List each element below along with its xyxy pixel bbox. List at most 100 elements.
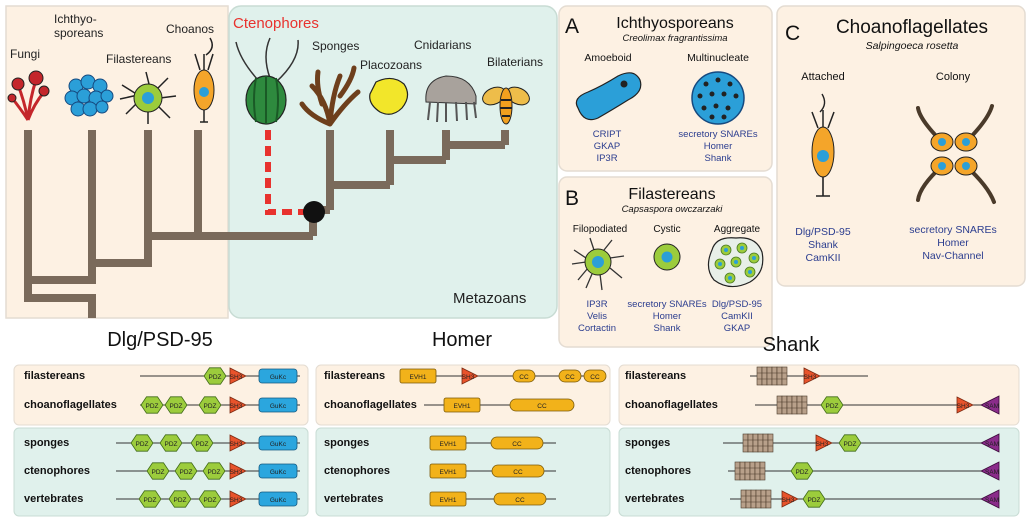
panel-b-stage-2: Aggregate [714, 224, 761, 235]
domain-panel-title-shank: Shank [763, 334, 821, 356]
ankyrin-repeat [744, 461, 751, 481]
panel-b-protein: IP3R [586, 299, 607, 310]
coiled-coil-domain [583, 369, 607, 383]
pdz-domain [198, 490, 222, 508]
domain-label: PDZ [826, 403, 839, 410]
ankyrin-repeat [761, 366, 768, 386]
sh3-domain [461, 367, 479, 385]
shank-row-label: vertebrates [625, 493, 684, 505]
domain-label: PDZ [180, 469, 193, 476]
panel-c-letter: C [785, 22, 800, 45]
domain-label: SH3 [804, 374, 817, 381]
domain-label: PDZ [174, 497, 187, 504]
homer-row-label: vertebrates [324, 493, 383, 505]
panel-a [558, 5, 773, 172]
colony-choanoflagellate-icon [916, 104, 996, 204]
ankyrin-repeat [776, 366, 783, 386]
taxon-ichthyo-line1: Ichthyo- [54, 12, 97, 26]
panel-b-protein: Shank [654, 323, 681, 334]
panel-a-species: Creolimax fragrantissima [622, 33, 727, 44]
domain-panel-title-dlg: Dlg/PSD-95 [107, 329, 213, 351]
taxon-placozoans: Placozoans [360, 58, 422, 72]
pdz-domain [790, 462, 814, 480]
dlg-row-label: ctenophores [24, 465, 90, 477]
sam-domain [980, 489, 1000, 509]
domain-label: CC [565, 374, 575, 381]
pdz-domain [130, 434, 154, 452]
domain-label: EVH1 [440, 441, 457, 448]
amoeboid-cell-icon [575, 72, 642, 121]
dlg-row-label: vertebrates [24, 493, 83, 505]
ankyrin-repeat [771, 366, 778, 386]
panel-a-stage-0: Amoeboid [584, 52, 631, 64]
domain-label: EVH1 [440, 469, 457, 476]
panel-b-protein: Velis [587, 311, 607, 322]
domain-label: GuKc [270, 374, 287, 381]
domain-label: EVH1 [440, 497, 457, 504]
pdz-domain [203, 367, 227, 385]
panel-c-title: Choanoflagellates [836, 17, 988, 38]
panel-b-protein: GKAP [724, 323, 750, 334]
sh3-domain [803, 367, 821, 385]
pdz-domain [820, 396, 844, 414]
ankyrin-repeat [759, 461, 766, 481]
filopodiated-cell-icon [571, 237, 625, 291]
ankyrin-repeat [757, 433, 764, 453]
taxon-ctenophores: Ctenophores [233, 15, 319, 32]
domain-label: SH3 [230, 497, 243, 504]
domain-label: PDZ [136, 441, 149, 448]
shank-row-label: ctenophores [625, 465, 691, 477]
domain-label: SH3 [462, 374, 475, 381]
gukc-domain [258, 491, 298, 507]
panel-c-protein: Nav-Channel [922, 250, 983, 262]
coiled-coil-domain [493, 492, 547, 506]
sh3-domain [229, 462, 247, 480]
panel-b-protein: Cortactin [578, 323, 616, 334]
sam-domain [980, 433, 1000, 453]
domain-label: CC [519, 374, 529, 381]
domain-label: SAM [985, 469, 999, 476]
ankyrin-repeat [781, 366, 788, 386]
domain-label: CC [515, 497, 525, 504]
taxon-cnidarians: Cnidarians [414, 38, 471, 52]
domain-label: SH3 [230, 441, 243, 448]
bilaterian-icon [482, 86, 530, 125]
panel-c-protein: secretory SNAREs [909, 224, 997, 236]
sh3-domain [815, 434, 833, 452]
pdz-domain [146, 462, 170, 480]
pdz-domain [174, 462, 198, 480]
domain-label: CC [513, 469, 523, 476]
gukc-domain [258, 397, 298, 413]
pdz-domain [802, 490, 826, 508]
domain-label: SH3 [230, 403, 243, 410]
panel-b-stage-1: Cystic [653, 224, 680, 235]
cnidarian-icon [425, 75, 477, 123]
ankyrin-repeat [776, 395, 783, 415]
fungi-icon [7, 70, 50, 121]
panel-a-protein: IP3R [596, 153, 617, 164]
pdz-domain [190, 434, 214, 452]
ankyrin-repeat [747, 433, 754, 453]
dlg-row-label: filastereans [24, 370, 85, 382]
sponge-icon [299, 65, 361, 127]
choanoflagellate-icon [193, 37, 215, 123]
sam-domain [980, 461, 1000, 481]
ctenophore-icon [235, 37, 299, 125]
panel-c-protein: Homer [937, 237, 969, 249]
evh1-domain [399, 368, 437, 384]
domain-panel-title-homer: Homer [432, 329, 492, 351]
metazoa-label: Metazoans [453, 290, 526, 307]
domain-label: CC [512, 441, 522, 448]
ankyrin-repeat [760, 489, 767, 509]
evh1-domain [443, 397, 481, 413]
pdz-domain [168, 490, 192, 508]
domain-label: SH3 [782, 497, 795, 504]
filasterean-icon [119, 71, 177, 124]
dlg-row-label: sponges [24, 437, 69, 449]
sam-domain [980, 395, 1000, 415]
evh1-domain [429, 491, 467, 507]
homer-row-label: filastereans [324, 370, 385, 382]
panel-a-protein: secretory SNAREs [678, 129, 757, 140]
homer-row-label: sponges [324, 437, 369, 449]
panel-c-protein: Shank [808, 239, 839, 251]
